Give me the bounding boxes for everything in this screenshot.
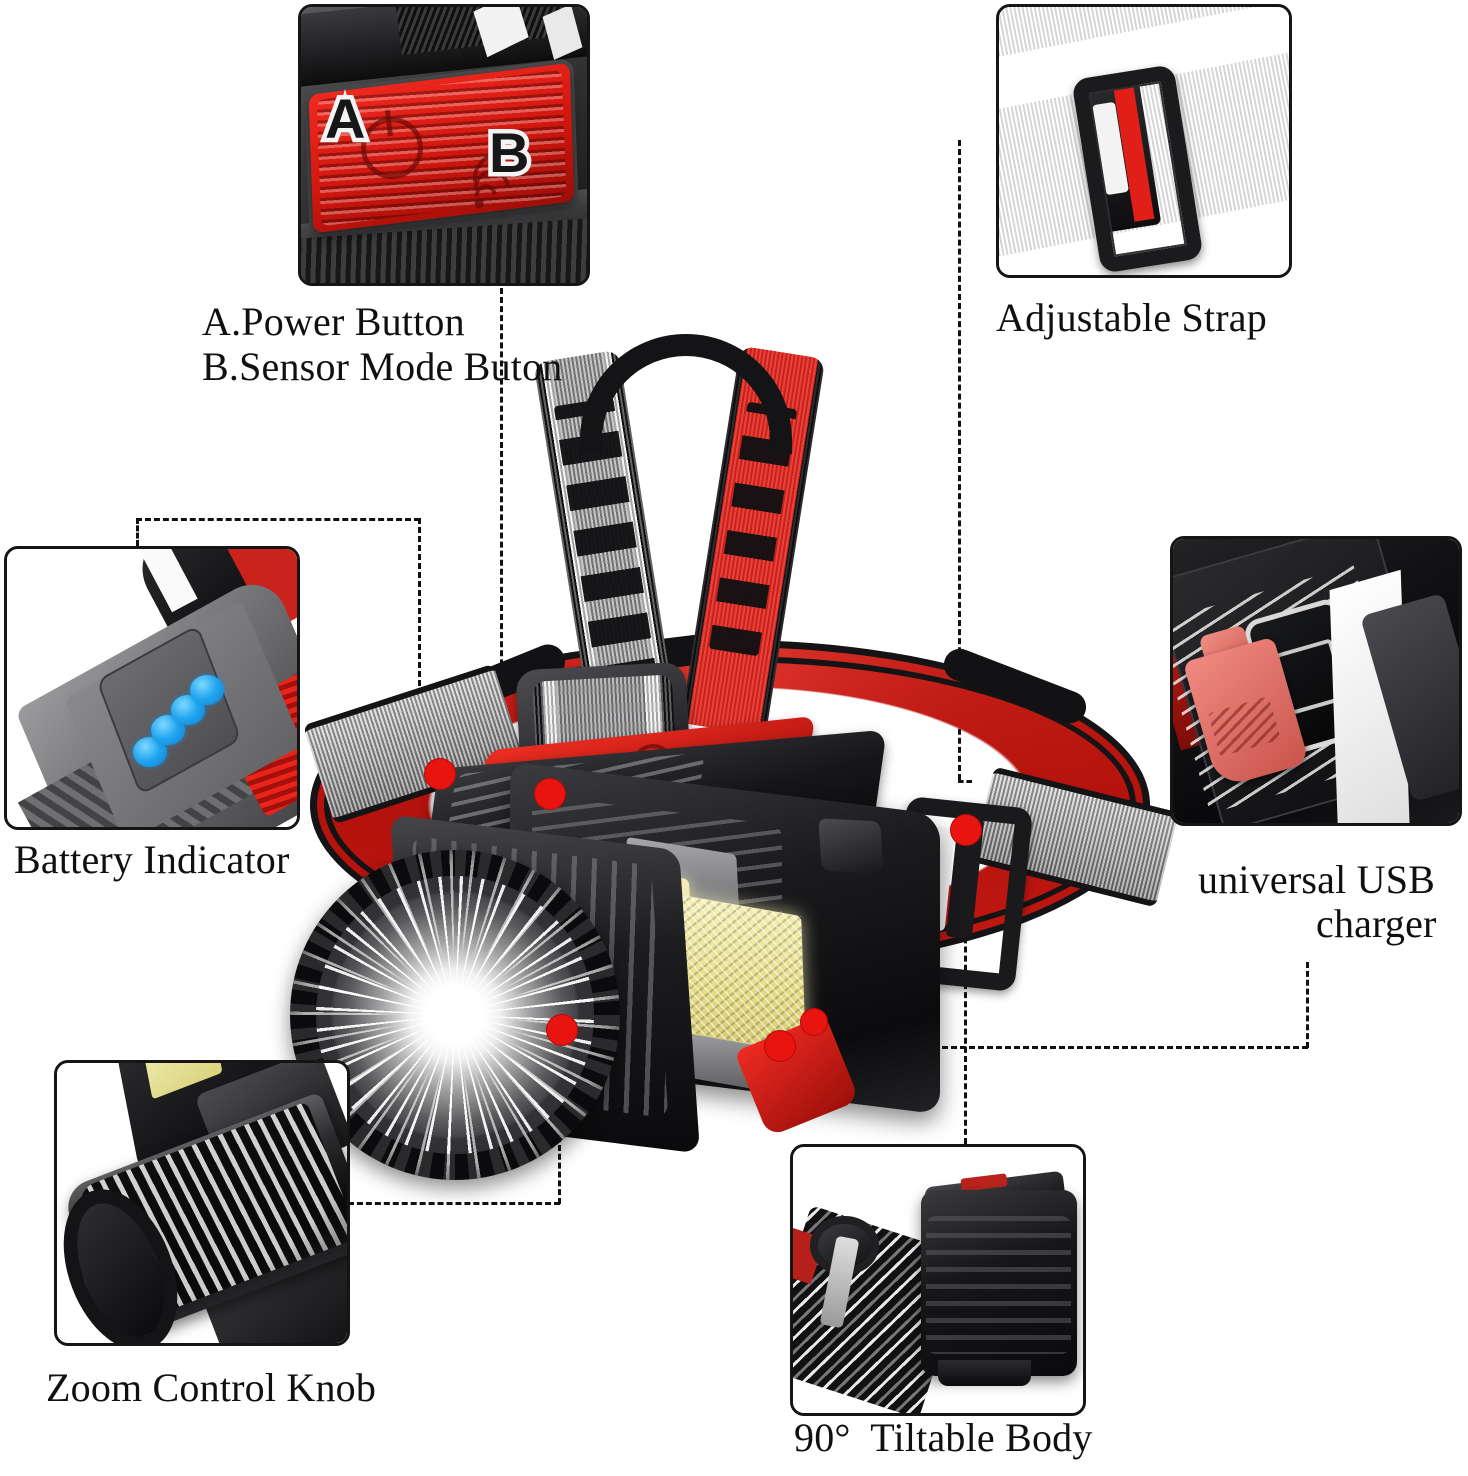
leader-line-zoom-h xyxy=(348,1202,560,1205)
connector-dot-power-button xyxy=(424,758,456,790)
callout-zoom-control-knob xyxy=(54,1060,350,1346)
connector-dot-sensor-button xyxy=(534,778,566,810)
callout-adjustable-strap xyxy=(996,4,1292,278)
leader-line-adjustable-strap-v xyxy=(958,140,961,780)
callout-tiltable-body xyxy=(790,1144,1086,1416)
leader-line-usb-v xyxy=(1306,962,1309,1048)
led-dot-icon xyxy=(190,675,224,705)
connector-dot-strap-buckle xyxy=(950,814,982,846)
callout-battery-indicator xyxy=(4,546,300,830)
callout-usb-charger xyxy=(1170,536,1462,826)
leader-line-tiltable-body xyxy=(964,828,967,1144)
leader-line-battery-left xyxy=(136,518,139,546)
leader-line-power-button xyxy=(500,288,503,774)
lamp-housing-nub xyxy=(818,818,884,874)
marker-label-a: A xyxy=(320,86,370,151)
callout-power-sensor-button: A B xyxy=(298,4,590,286)
label-battery-indicator: Battery Indicator xyxy=(14,837,290,882)
headlamp-product-image xyxy=(280,334,1200,1180)
label-usb-charger-line1: universal USB xyxy=(1198,857,1436,902)
leader-line-battery-top xyxy=(136,518,420,521)
label-zoom-control-knob: Zoom Control Knob xyxy=(46,1365,377,1410)
tilt-photo-head-ridges xyxy=(926,1216,1072,1355)
marker-label-b: B xyxy=(484,120,534,185)
tilt-photo-head-foot xyxy=(938,1359,1031,1387)
lamp-light-glow xyxy=(332,892,578,1138)
label-tiltable-body: 90° Tiltable Body xyxy=(794,1415,1093,1460)
leader-line-battery-right xyxy=(418,518,421,776)
connector-dot-usb xyxy=(764,1030,796,1062)
connector-dot-housing-side xyxy=(800,1008,828,1036)
label-usb-charger-line2: charger xyxy=(1316,901,1437,946)
label-power-sensor-button: A.Power Button B.Sensor Mode Buton xyxy=(202,299,563,389)
leader-line-usb-h xyxy=(780,1046,1308,1049)
connector-dot-zoom-knob xyxy=(546,1014,578,1046)
label-adjustable-strap: Adjustable Strap xyxy=(996,295,1267,340)
